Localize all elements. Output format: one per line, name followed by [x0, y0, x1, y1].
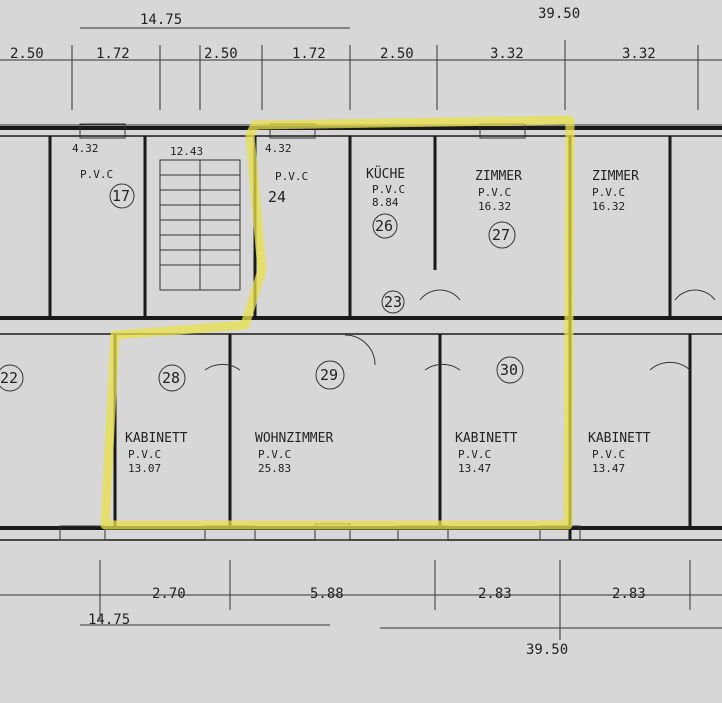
room-30-number: 30 — [500, 361, 518, 379]
room-27-area: 16.32 — [478, 200, 511, 213]
room-29: 29 WOHNZIMMER P.V.C 25.83 — [255, 360, 345, 475]
top-total-left: 14.75 — [140, 12, 182, 28]
room-zimmer-right-name: ZIMMER — [592, 169, 639, 184]
staircase — [159, 159, 241, 291]
top-dim-1: 2.50 — [10, 46, 44, 62]
room-28-name: KABINETT — [125, 431, 188, 446]
room-22: 22 — [0, 364, 24, 392]
room-30-floor: P.V.C — [458, 448, 491, 461]
room-30-name: KABINETT — [455, 431, 518, 446]
top-dim-5: 2.50 — [380, 46, 414, 62]
top-dim-7: 3.32 — [622, 46, 656, 62]
room-23-number: 23 — [384, 293, 402, 311]
room-zimmer-right: ZIMMER P.V.C 16.32 — [592, 169, 639, 213]
room-22-number: 22 — [0, 369, 18, 387]
room-17: 4.32 P.V.C 17 — [72, 142, 135, 209]
room-30-area: 13.47 — [458, 462, 491, 475]
room-27: ZIMMER P.V.C 16.32 27 — [475, 169, 522, 249]
room-23: 23 — [381, 290, 405, 314]
door-swings — [204, 289, 716, 371]
bottom-total-right: 39.50 — [526, 642, 568, 658]
room-kabinett-right: KABINETT P.V.C 13.47 — [588, 431, 651, 475]
room-28-number: 28 — [162, 369, 180, 387]
room-28-floor: P.V.C — [128, 448, 161, 461]
room-29-floor: P.V.C — [258, 448, 291, 461]
room-24-floor: P.V.C — [275, 170, 308, 183]
room-26: KÜCHE P.V.C 8.84 26 — [366, 165, 405, 239]
room-26-area: 8.84 — [372, 196, 399, 209]
room-24-number: 24 — [268, 188, 286, 206]
room-17-area: 4.32 — [72, 142, 99, 155]
room-stair: 12.43 — [170, 145, 203, 158]
bottom-dim-3: 2.83 — [478, 586, 512, 602]
room-27-number: 27 — [492, 226, 510, 244]
room-stair-area: 12.43 — [170, 145, 203, 158]
top-dim-3: 2.50 — [204, 46, 238, 62]
room-26-number: 26 — [375, 217, 393, 235]
room-kabinett-right-floor: P.V.C — [592, 448, 625, 461]
bottom-dim-1: 2.70 — [152, 586, 186, 602]
room-26-floor: P.V.C — [372, 183, 405, 196]
room-27-floor: P.V.C — [478, 186, 511, 199]
top-dim-2: 1.72 — [96, 46, 130, 62]
top-dim-4: 1.72 — [292, 46, 326, 62]
bottom-dim-2: 5.88 — [310, 586, 344, 602]
room-28-area: 13.07 — [128, 462, 161, 475]
bottom-dimension-chain: 2.70 5.88 2.83 2.83 14.75 39.50 — [0, 560, 722, 658]
room-26-name: KÜCHE — [366, 165, 405, 182]
top-total-right: 39.50 — [538, 6, 580, 22]
top-dimension-chain: 14.75 39.50 2.50 1.72 2.50 1.72 2.50 3.3… — [0, 6, 722, 126]
room-24-area: 4.32 — [265, 142, 292, 155]
room-29-area: 25.83 — [258, 462, 291, 475]
room-17-number: 17 — [112, 187, 130, 205]
room-28: 28 KABINETT P.V.C 13.07 — [125, 364, 188, 475]
room-29-name: WOHNZIMMER — [255, 431, 333, 446]
room-zimmer-right-area: 16.32 — [592, 200, 625, 213]
apartment-highlight — [100, 115, 575, 530]
top-dim-6: 3.32 — [490, 46, 524, 62]
room-kabinett-right-name: KABINETT — [588, 431, 651, 446]
room-kabinett-right-area: 13.47 — [592, 462, 625, 475]
room-27-name: ZIMMER — [475, 169, 522, 184]
room-29-number: 29 — [320, 366, 338, 384]
room-30: 30 KABINETT P.V.C 13.47 — [455, 356, 524, 475]
bottom-dim-4: 2.83 — [612, 586, 646, 602]
bottom-total-left: 14.75 — [88, 612, 130, 628]
room-zimmer-right-floor: P.V.C — [592, 186, 625, 199]
room-17-floor: P.V.C — [80, 168, 113, 181]
room-24: 4.32 P.V.C 24 — [265, 142, 308, 206]
